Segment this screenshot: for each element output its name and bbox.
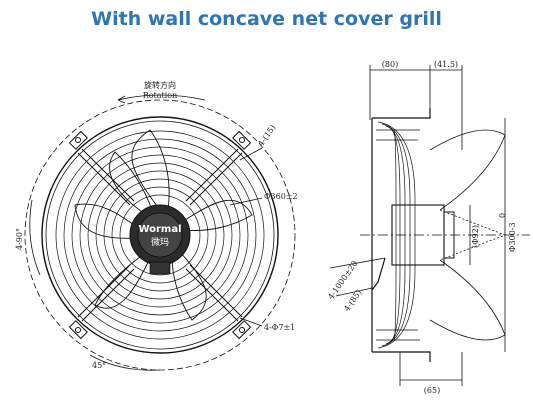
- grill-rim: [41, 116, 279, 354]
- dim-65: (65): [424, 386, 440, 395]
- support-rods: [77, 148, 243, 322]
- grill-rim-inner: [45, 120, 275, 350]
- side-blade-top: [429, 129, 506, 211]
- dim-outer-dia-sup: 0: [498, 213, 507, 218]
- front-view: [24, 94, 296, 371]
- angle-45-arc: [89, 354, 161, 371]
- page-title: With wall concave net cover grill: [91, 8, 442, 30]
- side-view: [329, 65, 530, 386]
- rotation-label-cn: 旋转方向: [144, 80, 176, 90]
- rotation-label-en: Rotation: [143, 91, 178, 100]
- dim-hub-dia: (Φ92): [471, 225, 480, 248]
- dim-41: (41.5): [434, 60, 458, 69]
- grill-wires: [55, 130, 265, 340]
- cable: [371, 257, 386, 291]
- dim-angle-90: 4-90°: [15, 228, 24, 250]
- mounting-feet: [68, 130, 252, 340]
- rotation-arrow-head: [117, 95, 126, 104]
- dim-diameter: Φ360±2: [264, 192, 298, 201]
- hub: [129, 204, 191, 275]
- dim-80: (80): [382, 60, 398, 69]
- dim-cable-b: 4-(85): [342, 288, 363, 313]
- leader-slots: [239, 317, 263, 327]
- rotation-arrow: [117, 94, 206, 101]
- dim-angle-45: 45°: [92, 361, 106, 370]
- leader-mount-holes: [239, 147, 263, 161]
- leader-cable-b: [335, 287, 373, 297]
- brand-cn: 微玛: [151, 236, 169, 248]
- dim-slots: 4-Φ7±1: [264, 323, 295, 332]
- brand-logo: Wormal: [138, 224, 181, 235]
- angle-90-arc: [29, 199, 41, 276]
- side-blade-bottom: [429, 259, 506, 341]
- leader-diameter: [229, 197, 263, 206]
- leader-cable: [329, 257, 386, 269]
- dim-outer-dia: Φ300-3: [508, 222, 517, 252]
- fan-blades: [74, 129, 253, 321]
- dim-mount-holes: 4-(15): [256, 123, 277, 148]
